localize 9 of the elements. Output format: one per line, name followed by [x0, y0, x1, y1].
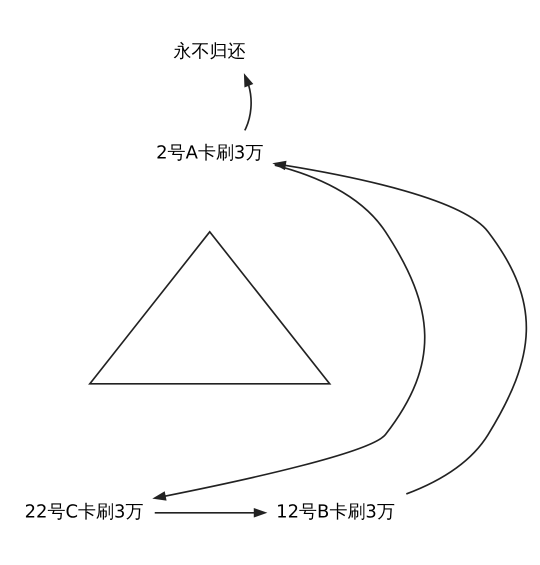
node-text: 22号C卡刷3万 [24, 502, 144, 523]
arrow [244, 73, 254, 131]
node-text: 2号A卡刷3万 [156, 142, 264, 164]
arrow [152, 164, 426, 501]
node-triangle [88, 230, 332, 385]
node-text: 永不归还 [174, 40, 246, 62]
node-text: 12号B卡刷3万 [276, 502, 395, 523]
arrow [154, 508, 268, 518]
arrow [272, 160, 528, 495]
